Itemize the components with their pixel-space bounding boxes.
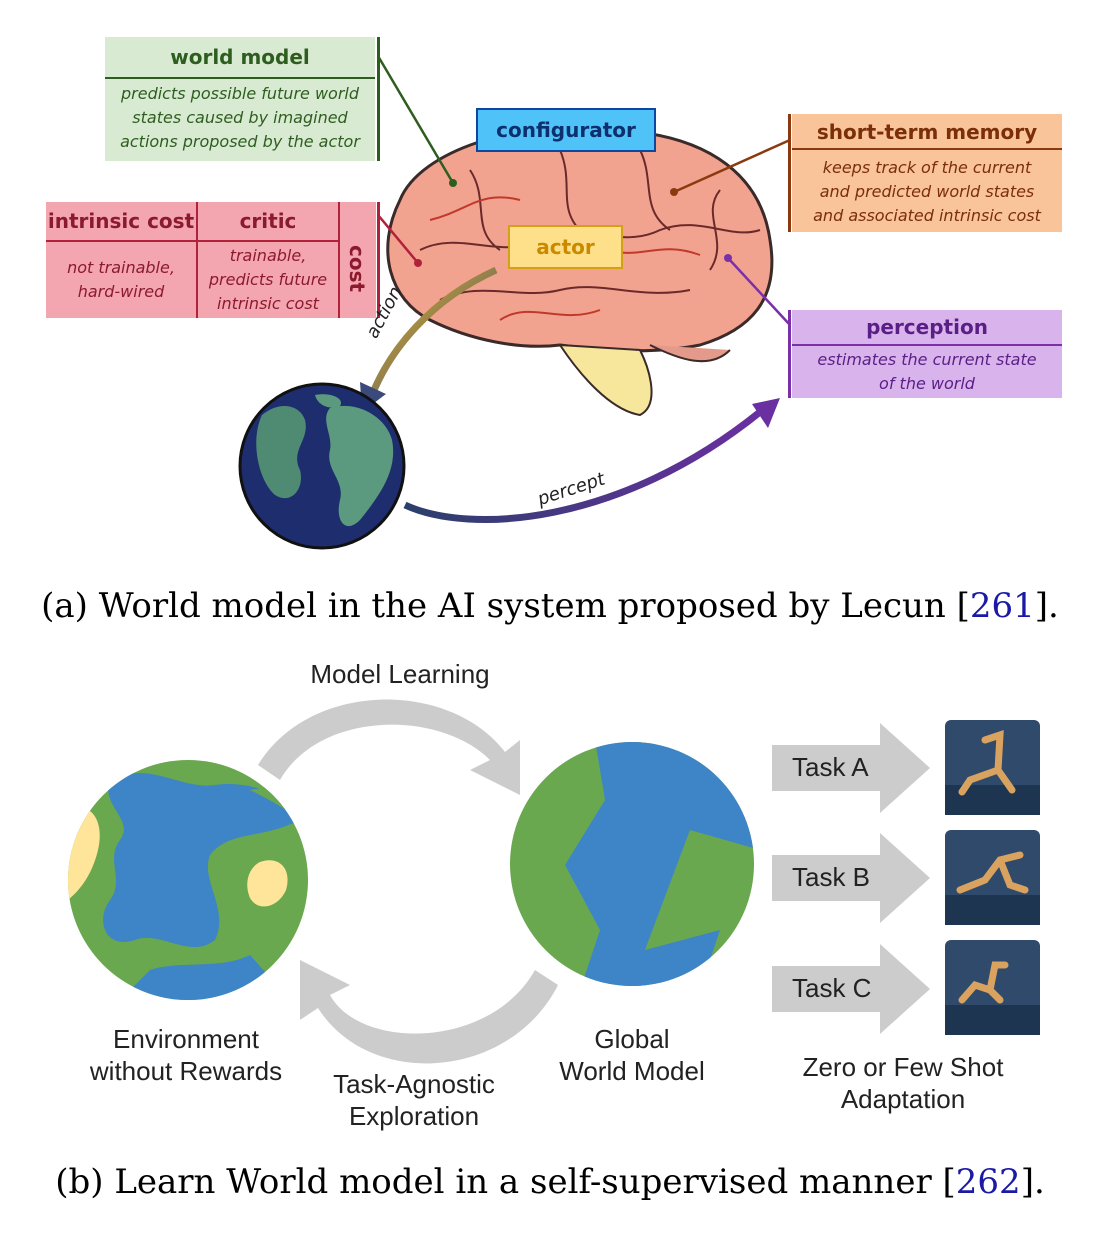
world-model-desc: predicts possible future world states ca… bbox=[105, 79, 375, 154]
exploration-arrow bbox=[300, 960, 558, 1064]
short-term-memory-bar bbox=[788, 114, 791, 232]
environment-label-line: without Rewards bbox=[89, 1056, 283, 1086]
task-b-label: Task B bbox=[792, 862, 871, 892]
configurator-box: configurator bbox=[476, 108, 656, 152]
perception-desc: estimates the current state of the world bbox=[792, 346, 1062, 396]
perception-box: perception estimates the current state o… bbox=[792, 310, 1062, 398]
intrinsic-cost-title: intrinsic cost bbox=[46, 202, 196, 242]
short-term-memory-desc-line: keeps track of the current bbox=[822, 158, 1032, 177]
short-term-memory-desc: keeps track of the current and predicted… bbox=[792, 150, 1062, 228]
short-term-memory-desc-line: and associated intrinsic cost bbox=[813, 206, 1041, 225]
environment-globe bbox=[68, 760, 308, 1000]
short-term-memory-box: short-term memory keeps track of the cur… bbox=[792, 114, 1062, 232]
intrinsic-cost-desc: not trainable, hard-wired bbox=[46, 242, 196, 304]
environment-label: Environment without Rewards bbox=[60, 1023, 312, 1087]
critic-desc-line: predicts future bbox=[208, 270, 328, 289]
earth-illustration bbox=[238, 382, 406, 550]
critic-section: critic trainable, predicts future intrin… bbox=[198, 202, 340, 318]
environment-label-line: Environment bbox=[113, 1024, 259, 1054]
task-c-thumbnail bbox=[945, 940, 1040, 1035]
caption-a-suffix: ]. bbox=[1034, 586, 1059, 626]
world-model-title: world model bbox=[105, 37, 375, 79]
intrinsic-cost-section: intrinsic cost not trainable, hard-wired bbox=[46, 202, 198, 318]
caption-a-ref[interactable]: 261 bbox=[969, 586, 1035, 626]
exploration-label-line: Exploration bbox=[348, 1101, 480, 1131]
perception-bar bbox=[788, 310, 791, 398]
perception-desc-line: of the world bbox=[879, 374, 975, 393]
model-learning-label: Model Learning bbox=[310, 659, 490, 689]
critic-desc: trainable, predicts future intrinsic cos… bbox=[198, 242, 338, 316]
panel-b-graphics bbox=[68, 699, 1040, 1064]
adaptation-label-line: Zero or Few Shot bbox=[802, 1052, 1004, 1082]
global-model-label: Global World Model bbox=[530, 1023, 734, 1087]
cost-bar bbox=[377, 202, 380, 318]
task-a-label: Task A bbox=[792, 752, 869, 782]
world-model-desc-line: states caused by imagined bbox=[132, 108, 348, 127]
cost-box: intrinsic cost not trainable, hard-wired… bbox=[46, 202, 376, 318]
task-arrows bbox=[772, 723, 930, 1034]
world-model-desc-line: predicts possible future world bbox=[120, 84, 359, 103]
short-term-memory-title: short-term memory bbox=[792, 114, 1062, 150]
caption-b-suffix: ]. bbox=[1020, 1162, 1045, 1202]
adaptation-label-line: Adaptation bbox=[840, 1084, 966, 1114]
caption-a: (a) World model in the AI system propose… bbox=[0, 586, 1100, 626]
short-term-memory-desc-line: and predicted world states bbox=[819, 182, 1035, 201]
intrinsic-cost-desc-line: hard-wired bbox=[77, 282, 165, 301]
task-c-label: Task C bbox=[792, 973, 872, 1003]
perception-title: perception bbox=[792, 310, 1062, 346]
cost-label: cost bbox=[345, 245, 369, 293]
model-learning-arrow bbox=[258, 699, 520, 795]
world-model-bar bbox=[377, 37, 380, 161]
caption-a-text: (a) World model in the AI system propose… bbox=[41, 586, 970, 626]
critic-title: critic bbox=[198, 202, 338, 242]
perception-desc-line: estimates the current state bbox=[817, 350, 1037, 369]
configurator-title: configurator bbox=[496, 118, 636, 142]
intrinsic-cost-desc-line: not trainable, bbox=[67, 258, 175, 277]
adaptation-label: Zero or Few Shot Adaptation bbox=[780, 1051, 1026, 1115]
exploration-label: Task-Agnostic Exploration bbox=[300, 1068, 528, 1132]
panel-a: world model predicts possible future wor… bbox=[0, 37, 1100, 626]
task-b-thumbnail bbox=[945, 830, 1040, 925]
caption-b: (b) Learn World model in a self-supervis… bbox=[0, 1162, 1100, 1202]
world-model-box: world model predicts possible future wor… bbox=[105, 37, 375, 161]
caption-b-text: (b) Learn World model in a self-supervis… bbox=[55, 1162, 956, 1202]
global-model-label-line: Global bbox=[594, 1024, 670, 1054]
actor-box: actor bbox=[508, 225, 623, 269]
actor-title: actor bbox=[536, 235, 595, 259]
critic-desc-line: intrinsic cost bbox=[217, 294, 319, 313]
panel-b: Model Learning Environment without Rewar… bbox=[0, 640, 1100, 1234]
global-world-model-globe bbox=[510, 742, 754, 986]
task-a-thumbnail bbox=[945, 720, 1040, 815]
exploration-label-line: Task-Agnostic bbox=[333, 1069, 495, 1099]
world-model-desc-line: actions proposed by the actor bbox=[120, 132, 360, 151]
critic-desc-line: trainable, bbox=[229, 246, 307, 265]
global-model-label-line: World Model bbox=[559, 1056, 705, 1086]
caption-b-ref[interactable]: 262 bbox=[955, 1162, 1021, 1202]
